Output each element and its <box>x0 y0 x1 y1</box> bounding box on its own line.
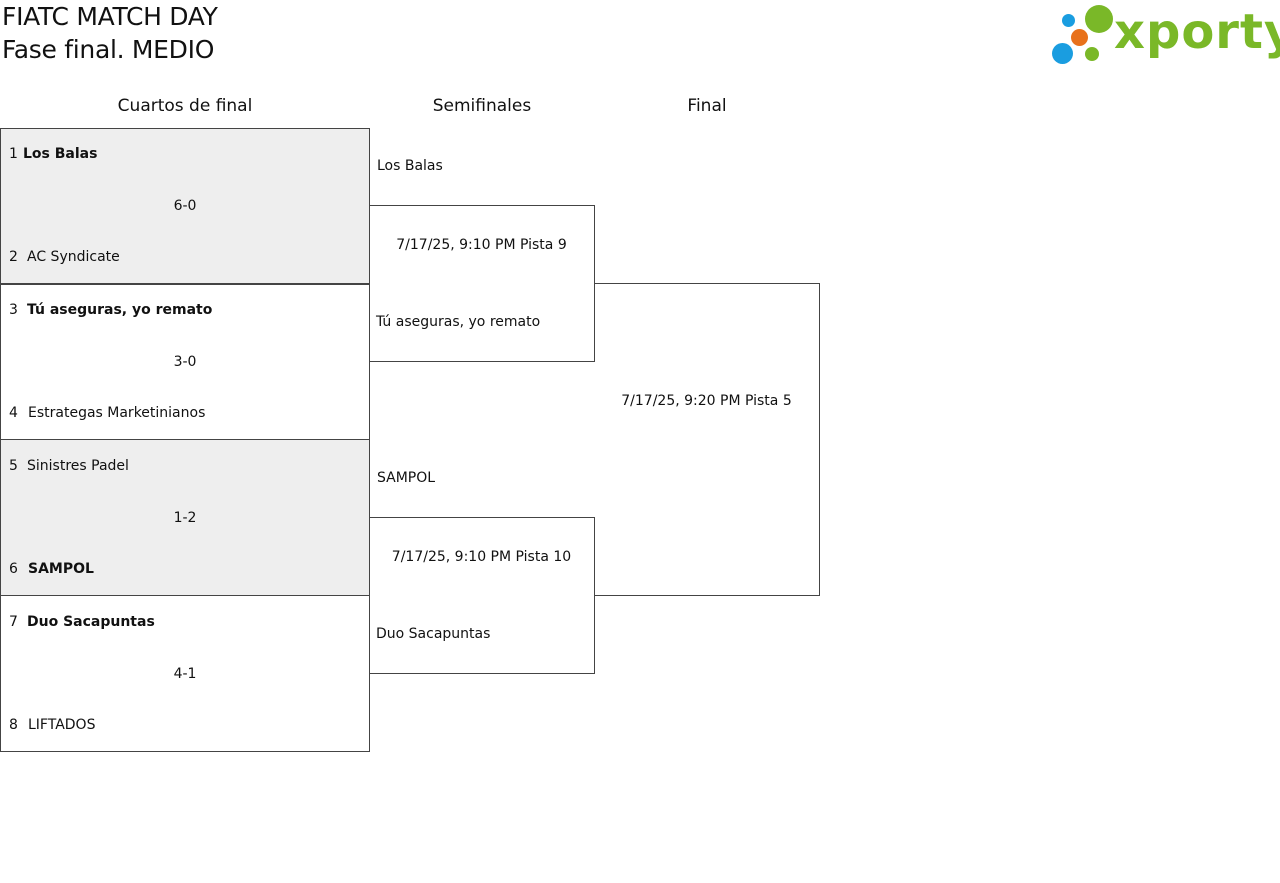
quarterfinal-match-4[interactable]: 7 Duo Sacapuntas 4-1 8 LIFTADOS <box>0 595 370 752</box>
team-name: AC Syndicate <box>27 249 120 265</box>
semifinal-match-1[interactable]: 7/17/25, 9:10 PM Pista 9 Tú aseguras, yo… <box>369 205 595 362</box>
round-title-semifinals: Semifinales <box>432 96 532 116</box>
quarterfinal-match-1[interactable]: 1 Los Balas 6-0 2 AC Syndicate <box>0 128 370 285</box>
team-name-winner: SAMPOL <box>28 561 94 577</box>
match-schedule: 7/17/25, 9:10 PM Pista 9 <box>369 237 594 253</box>
team-name-winner: Los Balas <box>23 146 98 162</box>
match-score: 6-0 <box>173 198 197 214</box>
seed-number: 6 <box>9 561 18 577</box>
team-name-winner: Tú aseguras, yo remato <box>27 302 213 318</box>
seed-number: 3 <box>9 302 18 318</box>
logo-dot-blue-small-icon <box>1062 14 1075 27</box>
round-title-final: Final <box>687 96 727 116</box>
match-schedule: 7/17/25, 9:20 PM Pista 5 <box>594 393 819 409</box>
final-match[interactable]: 7/17/25, 9:20 PM Pista 5 <box>594 283 820 596</box>
match-court: Pista 9 <box>519 237 567 253</box>
logo-dot-green-icon <box>1085 5 1113 33</box>
match-score: 1-2 <box>173 510 197 526</box>
match-score: 4-1 <box>173 666 197 682</box>
match-court: Pista 5 <box>744 393 792 409</box>
seed-number: 1 <box>9 146 18 162</box>
semifinal-2-team-a: SAMPOL <box>377 470 436 486</box>
team-name: Estrategas Marketinianos <box>28 405 206 421</box>
logo-dot-blue-large-icon <box>1052 43 1073 64</box>
page-subtitle: Fase final. MEDIO <box>2 35 215 64</box>
match-court: Pista 10 <box>515 549 572 565</box>
semifinal-2-team-b: Duo Sacapuntas <box>376 626 491 642</box>
team-name-winner: Duo Sacapuntas <box>27 614 155 630</box>
quarterfinal-match-2[interactable]: 3 Tú aseguras, yo remato 3-0 4 Estratega… <box>0 283 370 440</box>
seed-number: 8 <box>9 717 18 733</box>
logo-text: xporty <box>1114 4 1280 60</box>
semifinal-1-team-b: Tú aseguras, yo remato <box>376 314 541 330</box>
seed-number: 2 <box>9 249 18 265</box>
seed-number: 4 <box>9 405 18 421</box>
match-score: 3-0 <box>173 354 197 370</box>
team-name: Sinistres Padel <box>27 458 129 474</box>
seed-number: 7 <box>9 614 18 630</box>
logo-dot-green-small-icon <box>1085 47 1099 61</box>
match-datetime: 7/17/25, 9:10 PM <box>391 549 512 565</box>
team-name: LIFTADOS <box>28 717 96 733</box>
semifinal-match-2[interactable]: 7/17/25, 9:10 PM Pista 10 Duo Sacapuntas <box>369 517 595 674</box>
match-schedule: 7/17/25, 9:10 PM Pista 10 <box>369 549 594 565</box>
xporty-logo: xporty <box>1050 2 1280 68</box>
seed-number: 5 <box>9 458 18 474</box>
round-title-quarterfinals: Cuartos de final <box>117 96 253 116</box>
page-title: FIATC MATCH DAY <box>2 2 218 31</box>
logo-dot-orange-icon <box>1071 29 1088 46</box>
match-datetime: 7/17/25, 9:10 PM <box>396 237 516 253</box>
semifinal-1-team-a: Los Balas <box>377 158 443 174</box>
quarterfinal-match-3[interactable]: 5 Sinistres Padel 1-2 6 SAMPOL <box>0 439 370 596</box>
match-datetime: 7/17/25, 9:20 PM <box>621 393 741 409</box>
